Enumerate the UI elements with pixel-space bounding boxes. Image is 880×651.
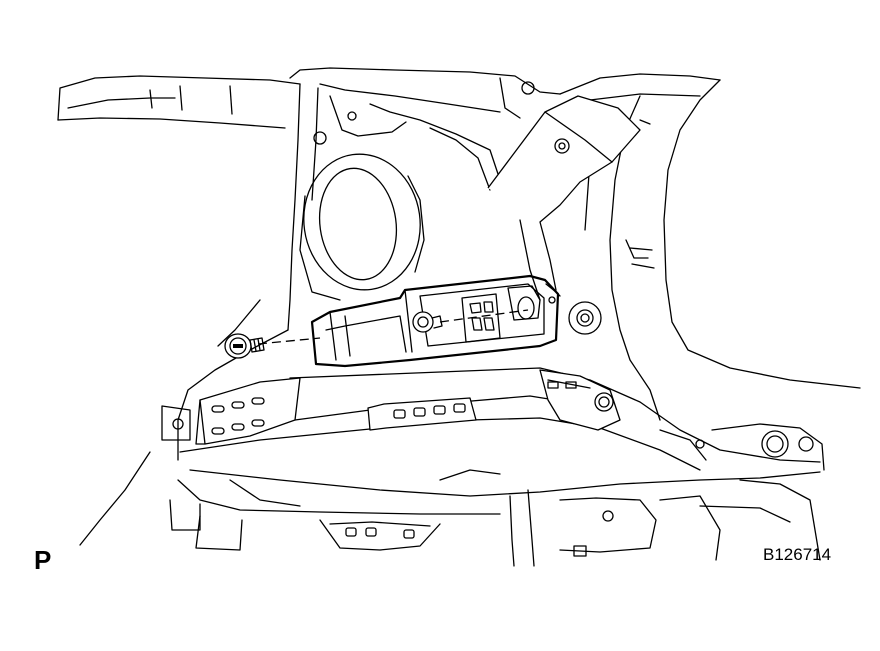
- vertical-supports: [287, 81, 557, 331]
- left-side-edges: [79, 299, 289, 546]
- view-indicator-label: P: [34, 545, 52, 575]
- upper-panel-outline: [57, 67, 721, 191]
- mounting-stud: [568, 301, 602, 335]
- bottom-structures: [195, 469, 821, 567]
- screw-fastener: [224, 333, 265, 359]
- installation-guide-lines: [257, 309, 529, 345]
- control-module: [310, 274, 561, 368]
- lower-dashboard-frame: [169, 367, 825, 531]
- air-duct: [299, 153, 425, 301]
- mounting-bracket-arm: [487, 95, 641, 223]
- figure-id-label: B126714: [763, 545, 832, 564]
